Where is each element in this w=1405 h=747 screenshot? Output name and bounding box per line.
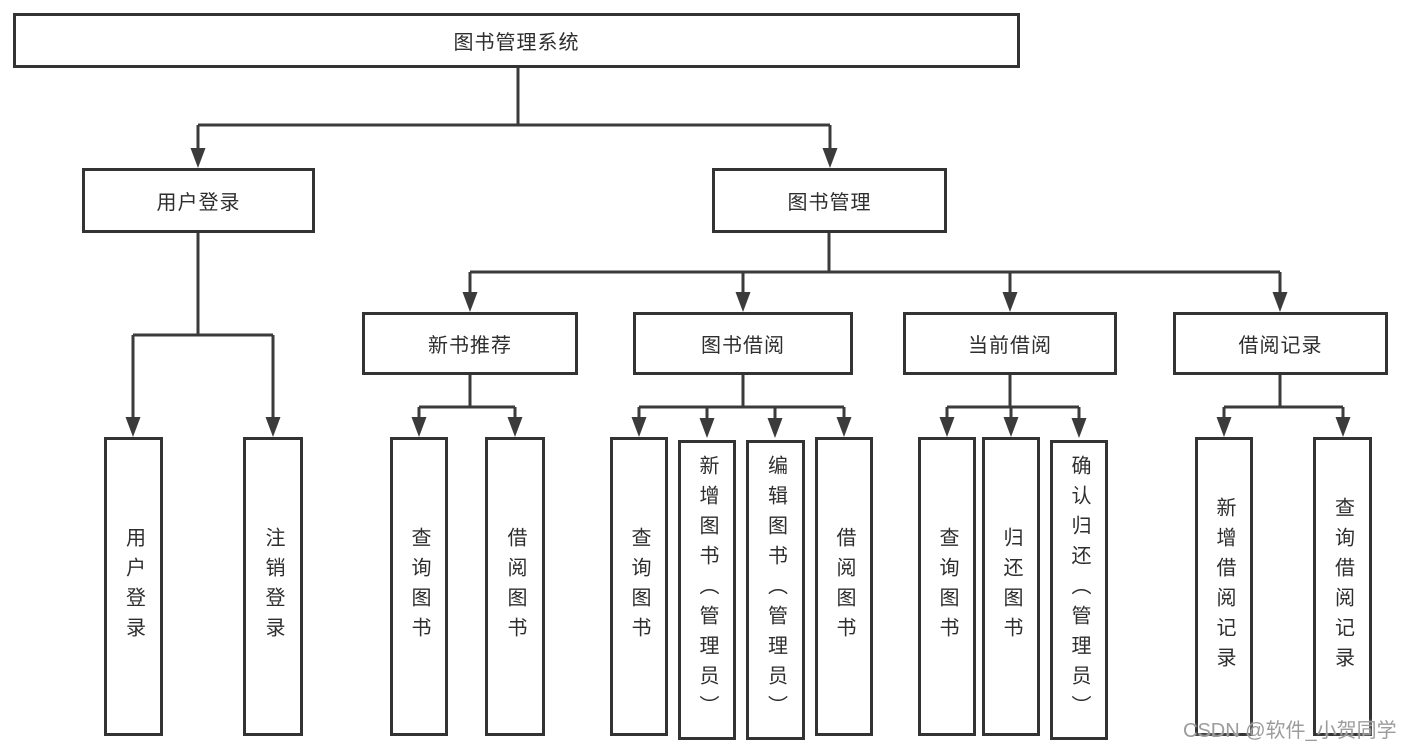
node-root-system: 图书管理系统 [13,13,1020,68]
node-borrow-records: 借阅记录 [1173,312,1388,375]
node-label: 查询图书 [936,526,958,647]
node-label: 借阅图书 [833,526,855,647]
node-leaf-user-login: 用户登录 [104,437,163,736]
node-label: 图书管理系统 [453,32,580,54]
node-leaf-add-borrow-record: 新增借阅记录 [1195,437,1253,736]
node-label: 确认归还（管理员） [1068,455,1090,725]
node-label: 借阅记录 [1238,335,1323,357]
node-label: 查询借阅记录 [1331,496,1354,677]
node-new-book-recommend: 新书推荐 [362,312,578,375]
csdn-watermark: CSDN @软件_小贺同学 [1183,720,1397,742]
node-leaf-confirm-return-admin: 确认归还（管理员） [1050,440,1108,740]
node-label: 查询图书 [628,526,650,647]
node-label: 图书管理 [787,192,872,214]
node-leaf-query-books-2: 查询图书 [610,437,668,736]
node-leaf-return-books: 归还图书 [982,437,1040,736]
node-book-management: 图书管理 [712,168,947,233]
node-current-borrowing: 当前借阅 [903,312,1117,375]
node-label: 新增借阅记录 [1213,496,1235,677]
node-leaf-logout: 注销登录 [243,437,303,736]
node-label: 新书推荐 [428,335,512,357]
node-label: 归还图书 [1000,526,1022,647]
node-leaf-query-books-1: 查询图书 [390,437,448,736]
node-label: 注销登录 [262,526,284,647]
node-label: 用户登录 [156,192,241,214]
node-label: 新增图书（管理员） [696,455,718,725]
node-leaf-borrow-books-2: 借阅图书 [815,437,873,736]
node-label: 用户登录 [122,526,145,647]
node-leaf-add-books-admin: 新增图书（管理员） [678,440,736,740]
node-leaf-query-borrow-record: 查询借阅记录 [1313,437,1372,736]
node-label: 当前借阅 [968,335,1052,357]
node-book-borrowing: 图书借阅 [633,312,853,375]
node-label: 查询图书 [408,526,430,647]
node-label: 借阅图书 [504,526,526,647]
node-leaf-borrow-books-1: 借阅图书 [485,437,545,736]
node-leaf-query-books-3: 查询图书 [918,437,976,736]
node-user-login: 用户登录 [82,168,315,233]
node-leaf-edit-books-admin: 编辑图书（管理员） [746,440,805,740]
node-label: 图书借阅 [701,335,785,357]
arrowhead-icons [125,148,1351,438]
node-label: 编辑图书（管理员） [764,455,787,725]
